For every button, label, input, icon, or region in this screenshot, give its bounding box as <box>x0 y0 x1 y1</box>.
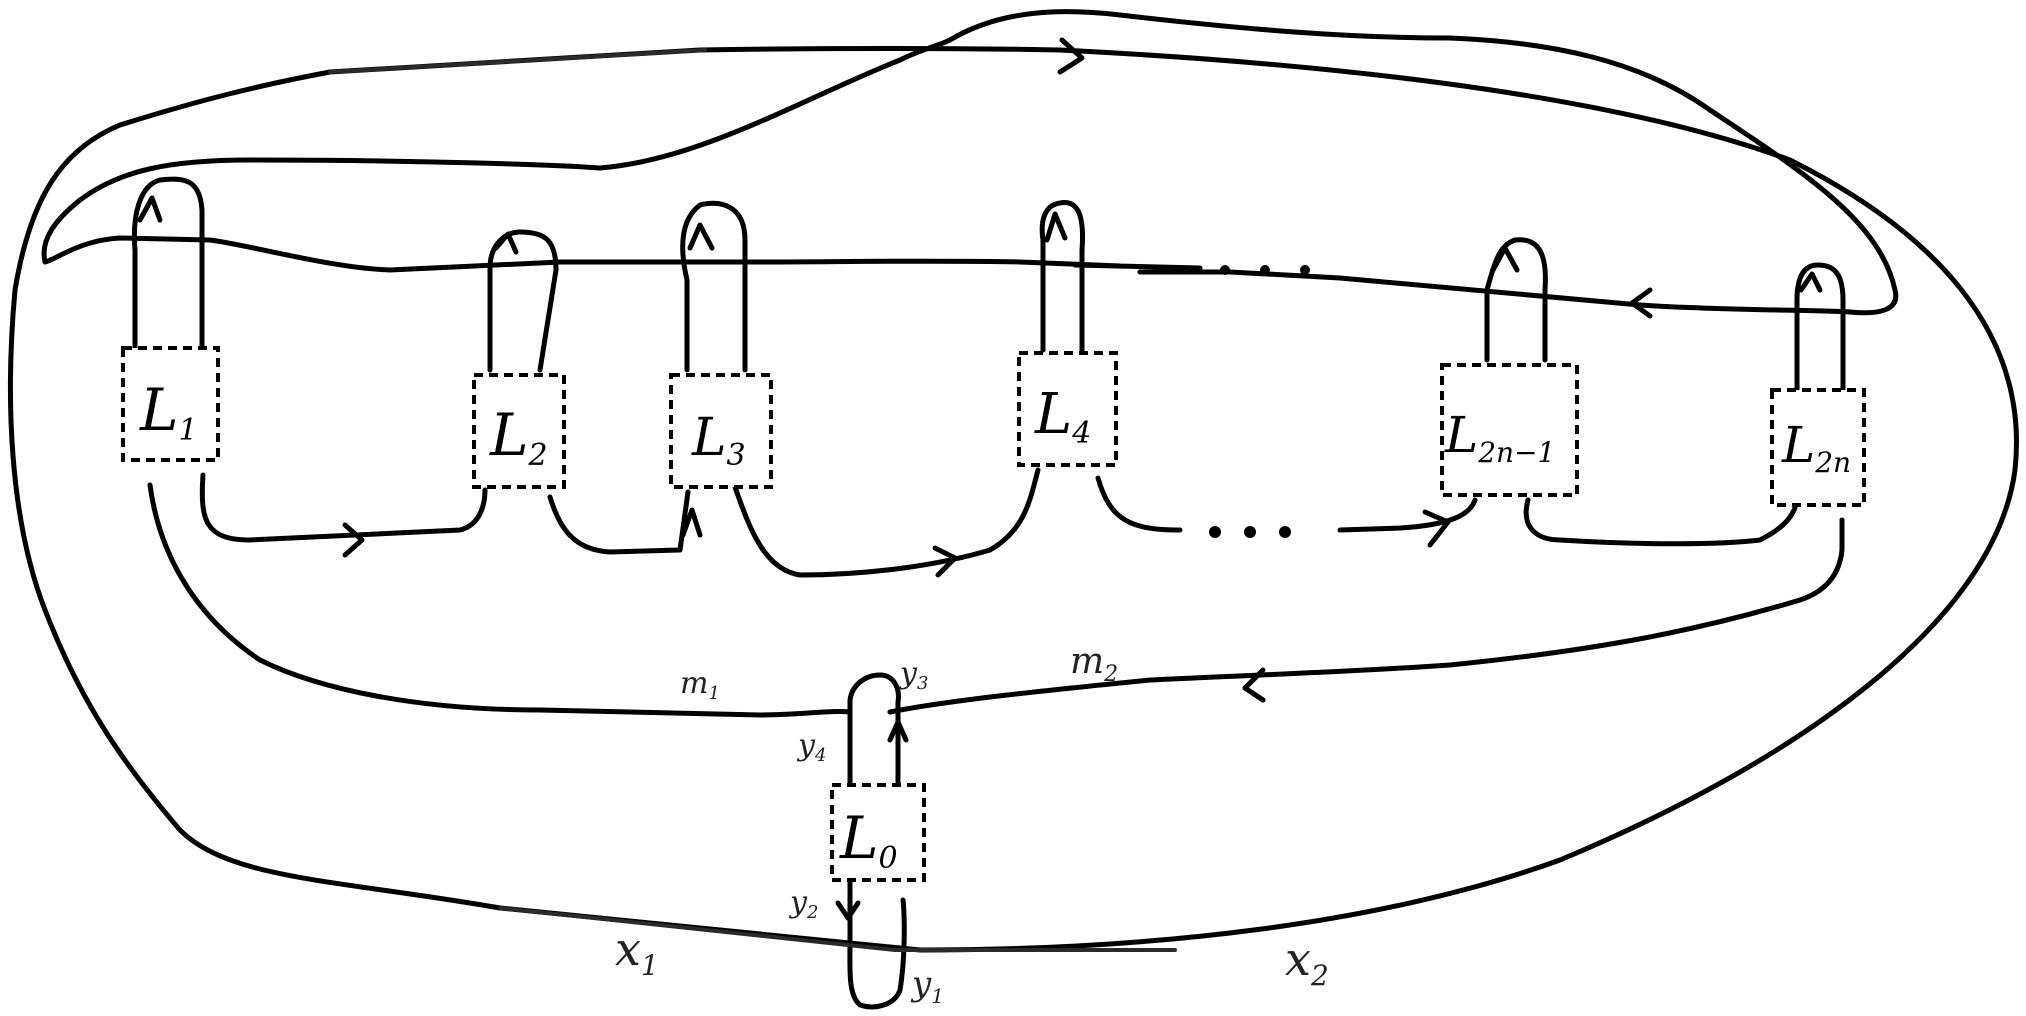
box-L4-name: L <box>1034 382 1072 447</box>
box-L0: L0 <box>830 783 926 882</box>
box-L2-sub: 2 <box>528 438 548 473</box>
svg-text:L2n−1: L2n−1 <box>1444 406 1555 469</box>
label-x1: x1 <box>615 922 659 982</box>
strand-L2-L3 <box>547 489 691 555</box>
box-L1: L1 <box>121 346 220 462</box>
label-m2-sub: 2 <box>1103 662 1118 687</box>
svg-text:L1: L1 <box>139 376 198 448</box>
label-m1-sub: 1 <box>708 683 719 704</box>
arrow-above-L1 <box>137 195 163 223</box>
label-y3-sub: 3 <box>917 673 928 694</box>
arrow-m2 <box>1242 667 1266 703</box>
box-L1-name: L <box>139 376 179 444</box>
label-y2: y2 <box>788 885 818 923</box>
lower-strand-m <box>147 482 1845 718</box>
label-y4-sub: 4 <box>814 745 826 766</box>
strand-L2n-1-L2n <box>1523 497 1798 547</box>
label-x2-name: x <box>1285 932 1311 986</box>
inner-top-loop-curve <box>41 9 1899 316</box>
label-y1-name: y <box>910 964 932 1004</box>
box-L2n-sub: 2n <box>1814 446 1851 479</box>
ellipsis-bottom <box>1209 526 1291 538</box>
svg-text:L0: L0 <box>839 804 898 876</box>
arrow-above-L2n <box>1798 271 1823 293</box>
box-L2n-1-sub: 2n−1 <box>1477 436 1555 469</box>
label-m1-name: m <box>680 666 708 701</box>
loop-above-L2n <box>1794 262 1846 393</box>
strand-L4-dots <box>1095 475 1183 533</box>
strand-L1-L2 <box>199 472 488 543</box>
box-L0-name: L <box>839 804 879 872</box>
label-y1: y1 <box>910 964 944 1008</box>
loop-above-L3 <box>680 200 748 373</box>
box-L4: L4 <box>1017 351 1118 467</box>
label-y3-name: y <box>898 656 918 691</box>
label-m2-name: m <box>1070 641 1104 682</box>
label-y4-name: y <box>796 728 816 763</box>
outer-loop-arrow <box>1057 37 1085 75</box>
arrow-above-L4 <box>1044 211 1068 243</box>
arrow-L1-L2 <box>342 522 365 558</box>
strand-dots-L2n-1 <box>1337 497 1478 533</box>
svg-text:L4: L4 <box>1034 382 1091 451</box>
label-x1-sub: 1 <box>641 949 659 982</box>
strand-L3-L4 <box>732 467 1041 578</box>
label-x2: x2 <box>1285 932 1329 992</box>
arrow-above-L2n-1 <box>1490 245 1520 273</box>
label-y2-sub: 2 <box>806 902 818 923</box>
arrow-L3-L4 <box>932 545 958 578</box>
ellipsis-top <box>1220 265 1310 275</box>
loop-y1-y2 <box>847 877 907 1010</box>
svg-text:L2n: L2n <box>1781 416 1851 479</box>
svg-text:L2: L2 <box>489 401 548 473</box>
box-L1-sub: 1 <box>179 413 198 448</box>
svg-text:L3: L3 <box>691 408 746 473</box>
segment-x1 <box>498 906 897 952</box>
label-x2-sub: 2 <box>1310 959 1329 992</box>
box-L2n-name: L <box>1781 416 1815 474</box>
arrow-L2-L3 <box>680 507 703 538</box>
loop-above-L2n-1 <box>1484 237 1548 363</box>
label-y4: y4 <box>796 728 826 766</box>
box-L4-sub: 4 <box>1071 416 1091 451</box>
loop-above-L2 <box>487 229 559 373</box>
label-m1: m1 <box>680 666 720 704</box>
box-L3: L3 <box>669 373 773 489</box>
box-L2n: L2n <box>1770 388 1866 507</box>
loop-above-L1 <box>131 176 205 351</box>
box-L2n-1: L2n−1 <box>1440 363 1579 497</box>
loop-above-L4 <box>1039 200 1086 353</box>
outer-loop-curve <box>7 46 2019 953</box>
label-m2: m2 <box>1070 641 1118 687</box>
box-L0-sub: 0 <box>879 841 898 876</box>
box-L2-name: L <box>489 401 529 469</box>
label-y3: y3 <box>898 656 928 694</box>
arrow-dots-L2n-1 <box>1422 509 1451 548</box>
arrow-above-L2 <box>493 231 519 255</box>
label-y2-name: y <box>788 885 808 920</box>
label-x1-name: x <box>615 922 641 976</box>
arrow-y2 <box>835 900 861 921</box>
outer-loop-straight-top <box>328 48 707 74</box>
label-y1-sub: 1 <box>931 984 944 1008</box>
box-L2: L2 <box>472 373 566 489</box>
box-L3-sub: 3 <box>727 438 746 473</box>
box-L3-name: L <box>691 408 727 468</box>
arrow-y3 <box>887 719 909 743</box>
loop-y3-y4 <box>847 672 901 791</box>
arrow-above-L3 <box>687 222 715 251</box>
box-L2n-1-name: L <box>1444 406 1478 464</box>
inner-top-loop-arrow <box>1629 287 1653 319</box>
